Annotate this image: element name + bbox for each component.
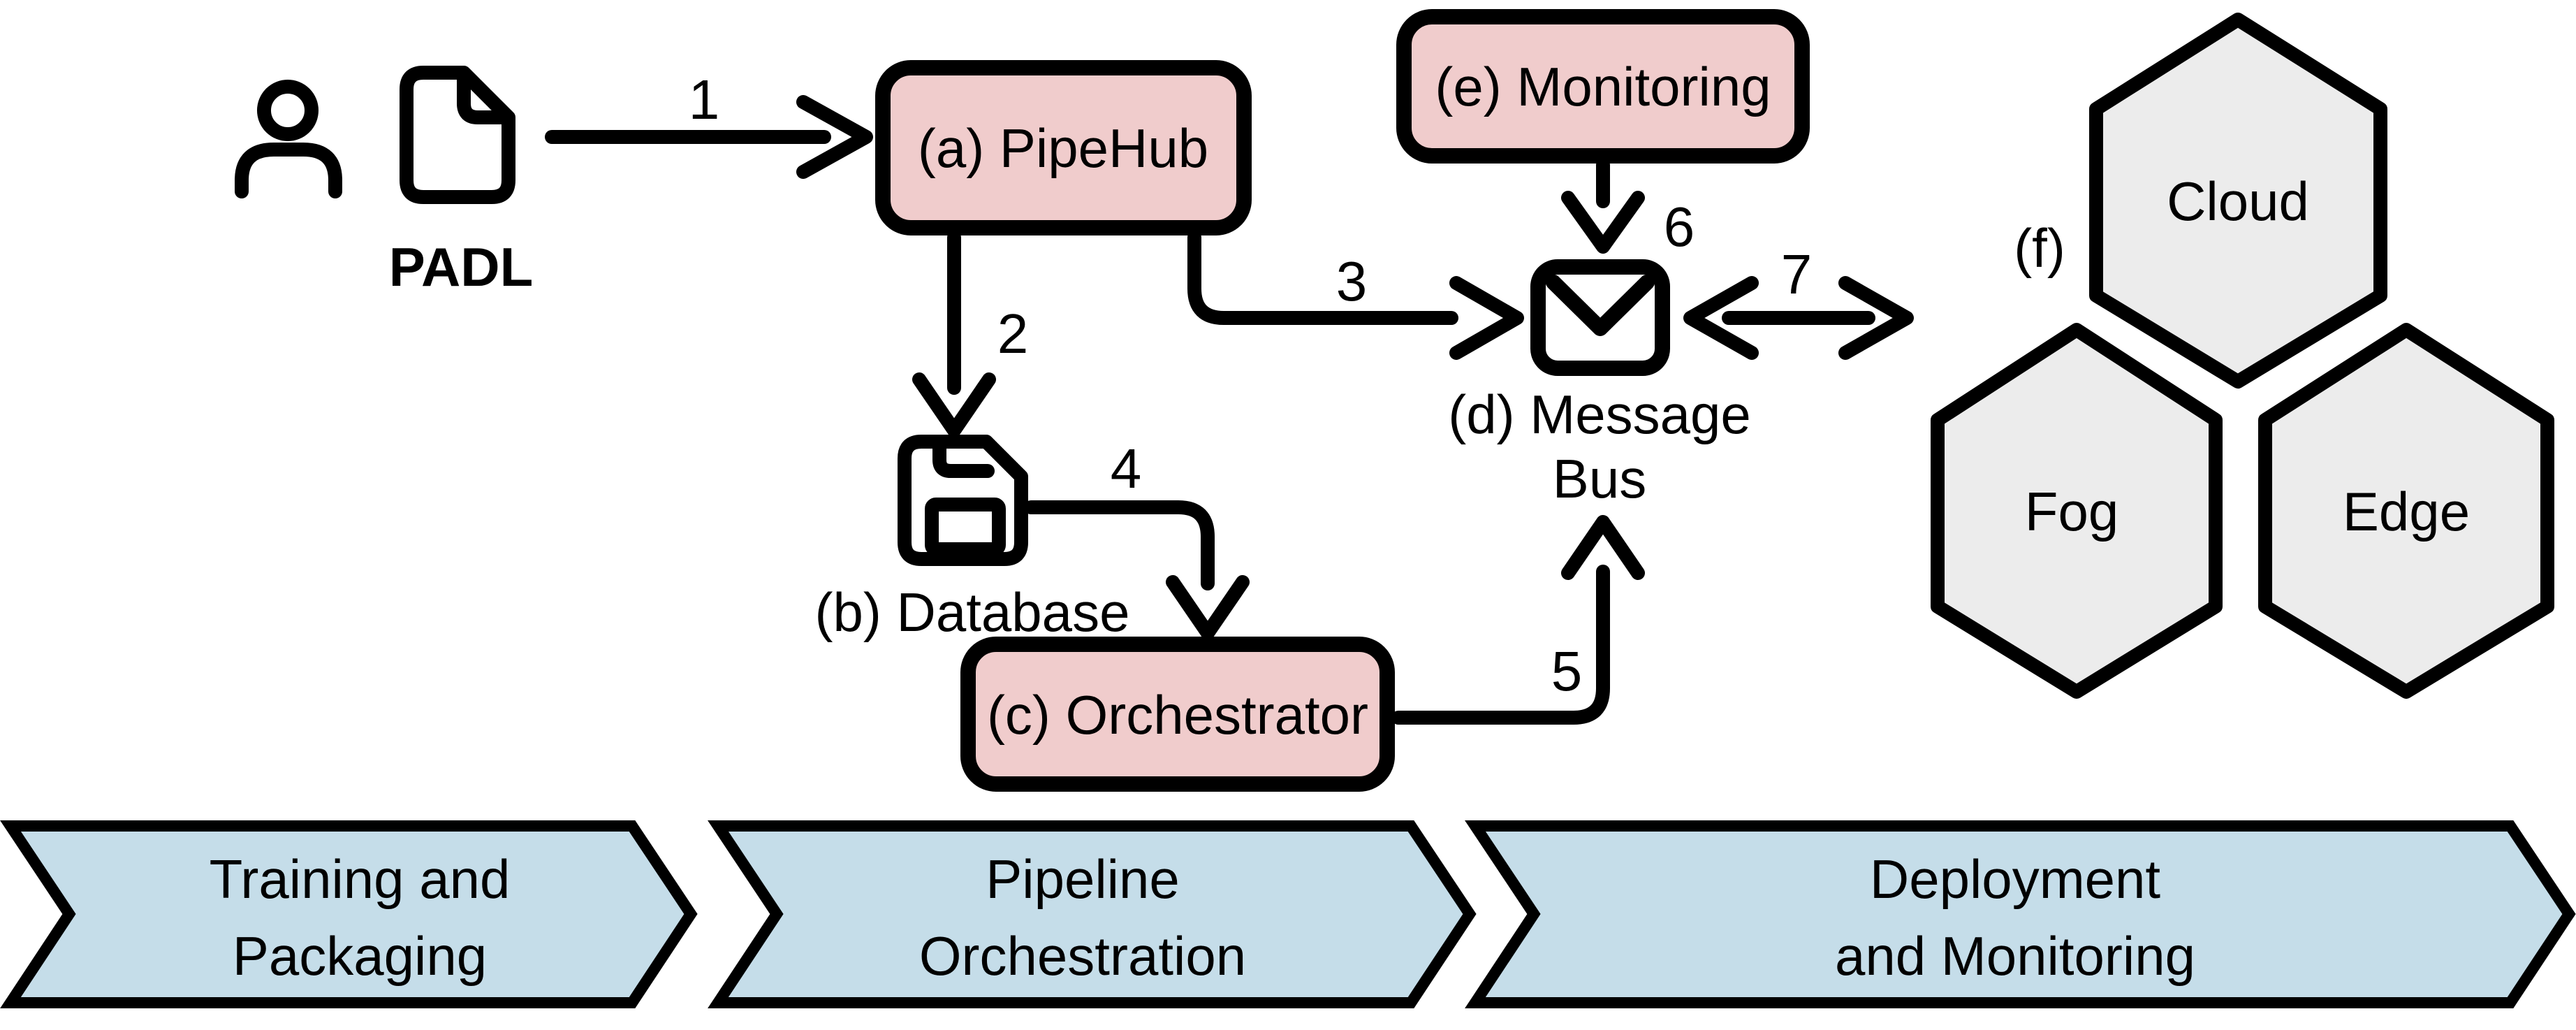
monitoring-box (1396, 9, 1810, 164)
arrow-7: 7 (1683, 243, 1914, 360)
phase-banner-training-shape (0, 820, 698, 1008)
arrow-1: 1 (545, 68, 873, 179)
orchestrator-label: (c) Orchestrator (987, 684, 1368, 746)
cloud-label: Cloud (2167, 171, 2309, 232)
arrow-7-label: 7 (1781, 243, 1813, 305)
person-icon (235, 80, 342, 198)
document-outline (400, 66, 515, 204)
arrow-4-head (1166, 575, 1250, 640)
message-bus-label-line1: (d) Message (1448, 384, 1751, 445)
cloud-hexagon-shape (2089, 13, 2387, 389)
phase-training-line1: Training and (210, 848, 511, 910)
phase-banner-orchestration: Pipeline Orchestration (708, 820, 1477, 1008)
arrow-2: 2 (912, 231, 1029, 437)
floppy-disk-icon (898, 435, 1028, 566)
document-fold (457, 68, 513, 124)
fog-hexagon-shape (1931, 323, 2223, 699)
floppy-shutter (932, 437, 995, 478)
floppy-outline (898, 435, 1028, 566)
phase-banner-deployment-shape (1465, 820, 2576, 1008)
phase-banner-orchestration-shape (708, 820, 1477, 1008)
arrow-2-head (912, 372, 996, 437)
person-shoulders (235, 143, 342, 198)
padl-label: PADL (389, 236, 534, 298)
message-bus-label-line2: Bus (1553, 448, 1646, 509)
hexagon-fog: Fog (1931, 323, 2223, 699)
pipehub-box (875, 60, 1252, 235)
database-label: (b) Database (815, 581, 1130, 643)
arrow-3: 3 (1187, 231, 1524, 360)
arrow-6: 6 (1561, 158, 1695, 258)
arrow-5-head (1561, 515, 1645, 580)
arrow-7-head-left (1683, 276, 1759, 360)
arrow-3-head (1449, 276, 1524, 360)
person-head (257, 80, 319, 141)
phase-deployment-line1: Deployment (1870, 848, 2161, 910)
phase-deployment-line2: and Monitoring (1835, 925, 2195, 987)
arrow-2-label: 2 (997, 303, 1029, 365)
phase-banner-training: Training and Packaging (0, 820, 698, 1008)
arrow-4-shaft (1024, 500, 1215, 590)
edge-label: Edge (2343, 481, 2470, 542)
arrow-6-head (1561, 191, 1645, 254)
arrow-5-shaft (1391, 565, 1610, 725)
phase-training-line2: Packaging (233, 925, 487, 987)
arrow-4: 4 (1024, 437, 1250, 640)
hexagon-edge: Edge (2258, 323, 2554, 699)
arrow-7-head-right (1838, 276, 1914, 360)
envelope-flap (1546, 275, 1655, 336)
arrow-3-label: 3 (1336, 250, 1368, 312)
node-orchestrator: (c) Orchestrator (960, 637, 1395, 792)
node-pipehub: (a) PipeHub (875, 60, 1252, 235)
arrow-5-label: 5 (1551, 640, 1583, 702)
hexagon-cloud: Cloud (2089, 13, 2387, 389)
node-monitoring: (e) Monitoring (1396, 9, 1810, 164)
document-icon (400, 66, 515, 204)
arrow-6-label: 6 (1664, 196, 1695, 258)
arrow-5: 5 (1391, 515, 1645, 725)
arrow-1-head (796, 95, 873, 179)
phase-banner-deployment: Deployment and Monitoring (1465, 820, 2576, 1008)
edge-hexagon-shape (2258, 323, 2554, 699)
phase-orchestration-line2: Orchestration (919, 925, 1246, 987)
arrow-4-label: 4 (1111, 437, 1142, 500)
monitoring-label: (e) Monitoring (1435, 56, 1771, 117)
orchestrator-box (960, 637, 1395, 792)
arrow-1-label: 1 (689, 68, 720, 131)
floppy-label-area (925, 498, 1006, 556)
targets-group-label: (f) (2014, 217, 2065, 279)
pipehub-label: (a) PipeHub (918, 117, 1208, 179)
phase-orchestration-line1: Pipeline (986, 848, 1180, 910)
fog-label: Fog (2025, 481, 2118, 542)
envelope-icon (1530, 259, 1670, 376)
arrow-3-shaft (1187, 231, 1458, 325)
